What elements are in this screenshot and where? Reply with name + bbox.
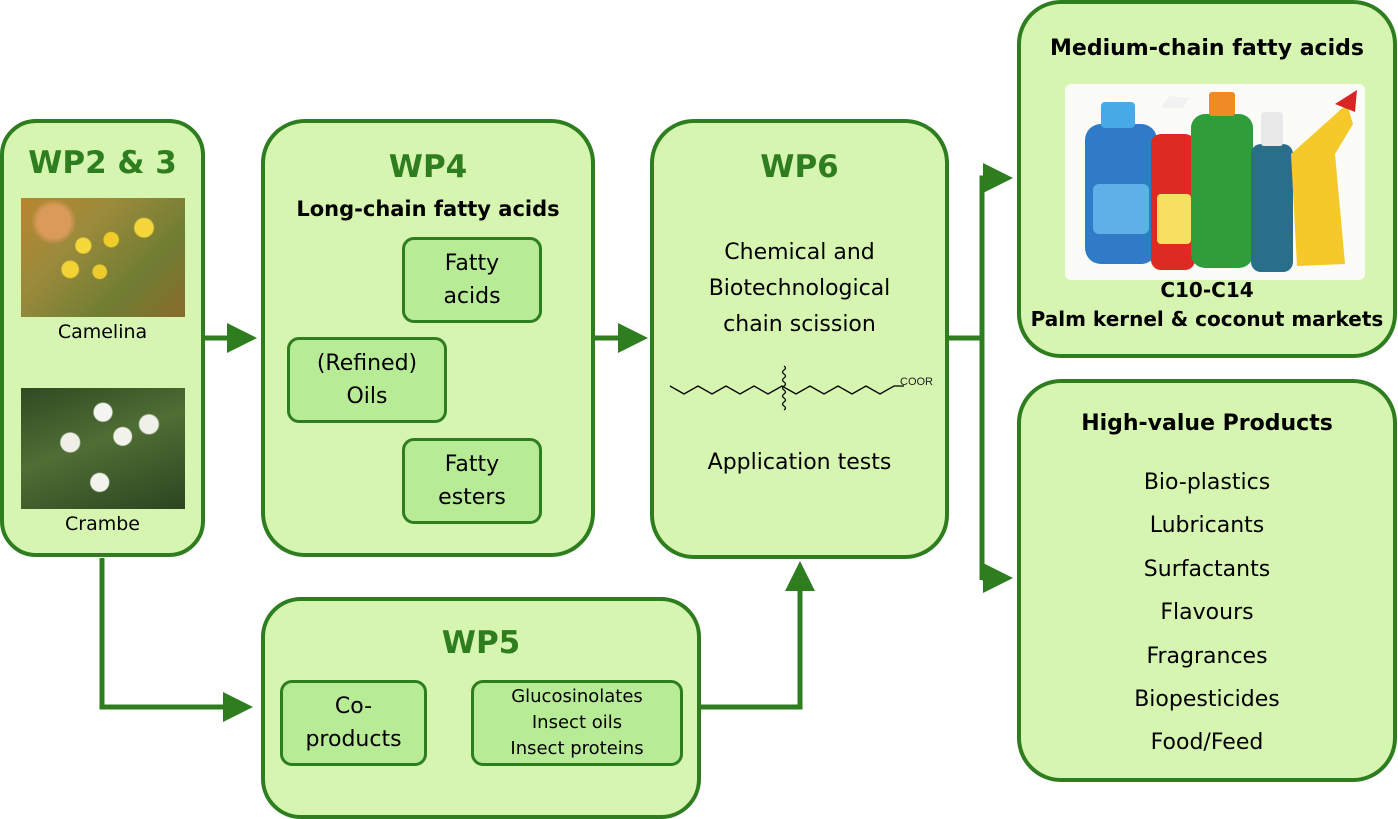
arrow-to-mcfa — [979, 163, 1013, 580]
fatty-acid-molecule-diagram: COOR — [669, 365, 933, 411]
refined-oils-node: (Refined)Oils — [287, 337, 447, 423]
application-tests: Application tests — [707, 450, 892, 475]
camelina-photo — [21, 198, 185, 317]
wp4-title: WP4 — [388, 149, 468, 185]
wp6-process: Chemical and Biotechnological chain scis… — [708, 240, 891, 337]
scission-mark — [781, 365, 787, 411]
hvp-item: Lubricants — [1149, 513, 1265, 539]
arrow-wp23-to-wp5 — [99, 558, 253, 722]
hvp-title: High-value Products — [1081, 411, 1333, 436]
camelina-label: Camelina — [57, 321, 148, 343]
hvp-item: Food/Feed — [1150, 730, 1264, 756]
wp6-title: WP6 — [760, 149, 839, 185]
wp5-title: WP5 — [441, 625, 521, 661]
hvp-item: Biopesticides — [1134, 686, 1280, 712]
crambe-photo — [21, 388, 185, 509]
hvp-item: Surfactants — [1143, 556, 1271, 582]
coproducts-node: Co-products — [280, 680, 427, 766]
hvp-item: Fragrances — [1146, 643, 1268, 669]
wp23-title: WP2 & 3 — [28, 145, 177, 181]
mcfa-markets: Palm kernel & coconut markets — [1030, 307, 1384, 331]
crambe-label: Crambe — [65, 513, 140, 535]
wp6-box: WP6 Chemical and Biotechnological chain … — [650, 119, 949, 559]
wp23-box: WP2 & 3 Camelina Crambe — [0, 119, 205, 557]
hvp-item: Flavours — [1160, 600, 1254, 626]
mcfa-range: C10-C14 — [1160, 278, 1254, 302]
hvp-item: Bio-plastics — [1143, 470, 1271, 495]
cleaning-bottles-image — [1065, 84, 1365, 280]
hvp-list: Bio-plastics Lubricants Surfactants Flav… — [1021, 461, 1393, 765]
coor-label: COOR — [900, 376, 933, 388]
bottles-icon — [1085, 90, 1357, 272]
mcfa-title: Medium-chain fatty acids — [1050, 36, 1364, 61]
wp5-products-node: Glucosinolates Insect oils Insect protei… — [471, 680, 683, 766]
hvp-box: High-value Products Bio-plastics Lubrica… — [1017, 379, 1397, 782]
wp4-subtitle: Long-chain fatty acids — [296, 197, 560, 221]
arrow-wp5-to-wp6 — [700, 561, 815, 710]
mcfa-box: Medium-chain fatty acids C10-C14 Palm ke… — [1017, 0, 1397, 358]
